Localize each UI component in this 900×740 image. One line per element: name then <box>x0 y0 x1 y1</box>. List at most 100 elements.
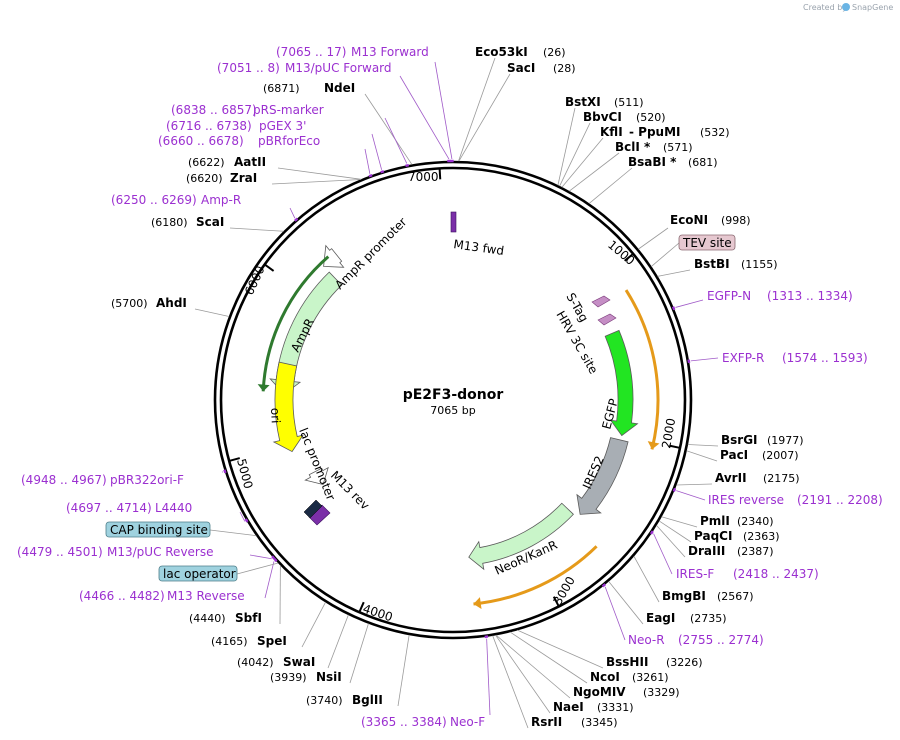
tick-6000 <box>264 264 275 272</box>
enzyme-position: (3261) <box>632 671 669 684</box>
enzyme-name: SpeI <box>257 634 287 648</box>
enzyme-leader-line <box>327 614 349 669</box>
enzyme-position: (520) <box>636 111 666 124</box>
enzyme-position: (681) <box>688 156 718 169</box>
enzyme-position: (1977) <box>767 434 804 447</box>
enzyme-leader-line <box>661 516 698 528</box>
primer-l4440: (4697 .. 4714)L4440 <box>66 501 192 515</box>
enzyme-econi: EcoNI(998) <box>670 213 751 227</box>
enzyme-position: (532) <box>700 126 730 139</box>
orf-arc <box>473 545 598 606</box>
enzyme-leader-line <box>458 73 511 162</box>
primer-neo-r: Neo-R(2755 .. 2774) <box>628 633 764 647</box>
enzyme-position: (1155) <box>741 258 778 271</box>
enzyme-leader-line <box>633 555 660 603</box>
snapgene-brand: SnapGene <box>852 3 893 12</box>
enzyme-name: RsrII <box>531 715 562 729</box>
m13-fwd-mark <box>450 211 457 233</box>
tick-label-2000: 2000 <box>659 417 678 450</box>
enzyme-leader-line <box>608 581 644 625</box>
primer-leader-line <box>653 533 673 575</box>
orf-arrowhead <box>473 597 482 610</box>
primer-leader-line <box>675 299 704 308</box>
primer-leader-line <box>676 490 706 501</box>
tick-label-7000: 7000 <box>408 170 439 184</box>
features <box>257 244 660 610</box>
primer-range: (6838 .. 6857) <box>171 103 257 117</box>
enzyme-eco53ki: Eco53kI(26) <box>475 45 566 59</box>
feature-arc-egfp <box>604 329 639 437</box>
enzyme-position: (6622) <box>188 156 225 169</box>
enzyme-name: PmlI <box>700 514 730 528</box>
primer-leader-line <box>384 117 408 164</box>
enzyme-sbfi: (4440)SbfI <box>189 611 262 625</box>
enzyme-position: (3740) <box>306 694 343 707</box>
enzyme-position: (2567) <box>717 590 754 603</box>
primer-name: pBRforEco <box>258 134 320 148</box>
primer-range: (2191 .. 2208) <box>797 493 883 507</box>
enzyme-swai: (4042)SwaI <box>237 655 315 669</box>
enzyme-name: SacI <box>507 61 535 75</box>
primer-leader-line <box>371 133 383 170</box>
enzyme-position: (3331) <box>597 701 634 714</box>
primer-pbrforeco: (6660 .. 6678)pBRforEco <box>158 134 320 148</box>
enzyme-position: (511) <box>614 96 644 109</box>
primer-range: (2418 .. 2437) <box>733 567 819 581</box>
enzyme-position: (28) <box>553 62 576 75</box>
tick-1000 <box>624 253 634 262</box>
primer-name: Amp-R <box>201 193 241 207</box>
primer-name: M13/pUC Forward <box>285 61 392 75</box>
enzyme-bsshii: BssHII(3226) <box>606 655 703 669</box>
enzyme-name: EcoNI <box>670 213 708 227</box>
enzyme-name: BstBI <box>694 257 730 271</box>
primer-range: (3365 .. 3384) <box>361 715 447 729</box>
enzyme-bmgbi: BmgBI(2567) <box>662 589 754 603</box>
tick-3000 <box>552 596 560 607</box>
enzyme-position: (571) <box>663 141 693 154</box>
enzyme-leader-line <box>588 167 633 204</box>
enzyme-zrai: (6620)ZraI <box>186 171 257 185</box>
enzyme-leader-line <box>194 308 230 317</box>
primer-binding-mark <box>273 557 278 563</box>
enzyme-leader-line <box>517 629 604 669</box>
primer-name: IRES-F <box>676 567 714 581</box>
enzyme-naei: NaeI(3331) <box>553 700 634 714</box>
enzyme-paqci: PaqCI(2363) <box>694 529 780 543</box>
primer-m13-forward: (7065 .. 17)M13 Forward <box>276 45 429 59</box>
enzyme-name: AhdI <box>156 296 187 310</box>
enzyme-bsrgi: BsrGI (1977) <box>721 433 804 447</box>
enzyme-leader-line <box>561 137 604 188</box>
primer-range: (1574 .. 1593) <box>782 351 868 365</box>
enzyme-name: BsrGI <box>721 433 758 447</box>
cap-binding-site-label: CAP binding site <box>105 521 211 538</box>
primer-binding-mark <box>649 530 654 535</box>
tick-4000 <box>358 601 365 612</box>
enzyme-avrii: AvrII(2175) <box>715 471 800 485</box>
enzyme-leader-line <box>656 525 686 558</box>
enzyme-leader-line <box>687 444 719 447</box>
enzyme-bstxi: BstXI(511) <box>565 95 644 109</box>
backbone-inner-strand <box>219 166 687 634</box>
enzyme-leader-line <box>686 450 718 462</box>
enzyme-position: (3226) <box>666 656 703 669</box>
enzyme-position: (2007) <box>762 449 799 462</box>
enzyme-ngomiv: NgoMIV(3329) <box>573 685 680 699</box>
enzyme-eagi: EagI(2735) <box>646 611 727 625</box>
ori-label: ori <box>268 407 283 423</box>
primer-range: (2755 .. 2774) <box>678 633 764 647</box>
enzyme-leader-line <box>495 634 571 699</box>
primer-ires-f: IRES-F (2418 .. 2437) <box>676 567 819 581</box>
primer-leader-line <box>249 554 272 560</box>
enzyme-position: (3345) <box>581 716 618 729</box>
feature-m13-fwd: M13 fwd <box>450 211 505 258</box>
primer-name: pRS-marker <box>253 103 324 117</box>
enzyme-saci: SacI (28) <box>507 61 576 75</box>
primer-range: (7065 .. 17) <box>276 45 346 59</box>
primer-name: EGFP-N <box>707 289 751 303</box>
primer-leader-line <box>399 75 450 160</box>
enzyme-leader-line <box>557 107 576 186</box>
enzyme-name: AvrII <box>715 471 747 485</box>
primer-binding-mark <box>244 518 249 523</box>
enzyme-aatii: (6622)AatII <box>188 155 266 169</box>
